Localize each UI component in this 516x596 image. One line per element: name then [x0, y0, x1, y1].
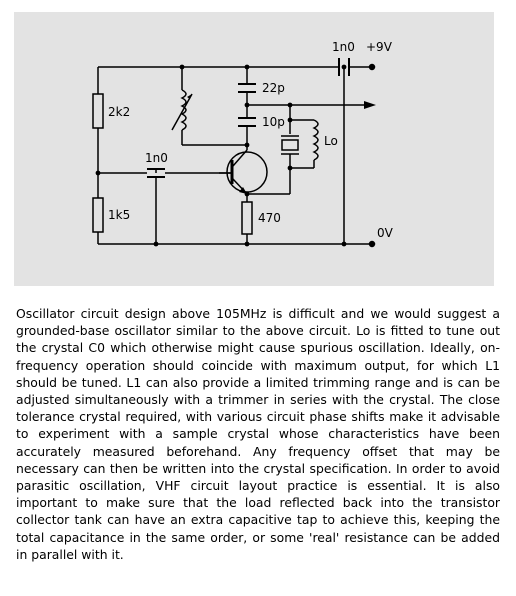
circuit-schematic: 1n0 +9V 22p 10p Lo 2k2 1k5 1n0 470 0V — [14, 12, 494, 286]
junction-dots — [95, 64, 347, 247]
label-resistor-470: 470 — [258, 211, 281, 225]
label-resistor-2k2: 2k2 — [108, 105, 130, 119]
label-supply-cap: 1n0 — [332, 40, 355, 54]
inductor-lo — [312, 119, 319, 161]
resistor-2k2 — [92, 93, 104, 129]
resistor-470 — [241, 201, 253, 235]
label-resistor-1k5: 1k5 — [108, 208, 130, 222]
output-arrow — [364, 101, 376, 109]
label-ground: 0V — [377, 226, 394, 240]
description-paragraph: Oscillator circuit design above 105MHz i… — [16, 306, 500, 562]
label-base-cap: 1n0 — [145, 151, 168, 165]
label-cap-22p: 22p — [262, 81, 285, 95]
label-cap-10p: 10p — [262, 115, 285, 129]
label-inductor-lo: Lo — [324, 134, 338, 148]
resistor-1k5 — [92, 197, 104, 233]
label-supply-voltage: +9V — [366, 40, 393, 54]
supply-terminal — [368, 63, 376, 71]
crystal — [281, 139, 299, 151]
trimmer-inductor — [180, 89, 187, 131]
ground-terminal — [368, 240, 376, 248]
